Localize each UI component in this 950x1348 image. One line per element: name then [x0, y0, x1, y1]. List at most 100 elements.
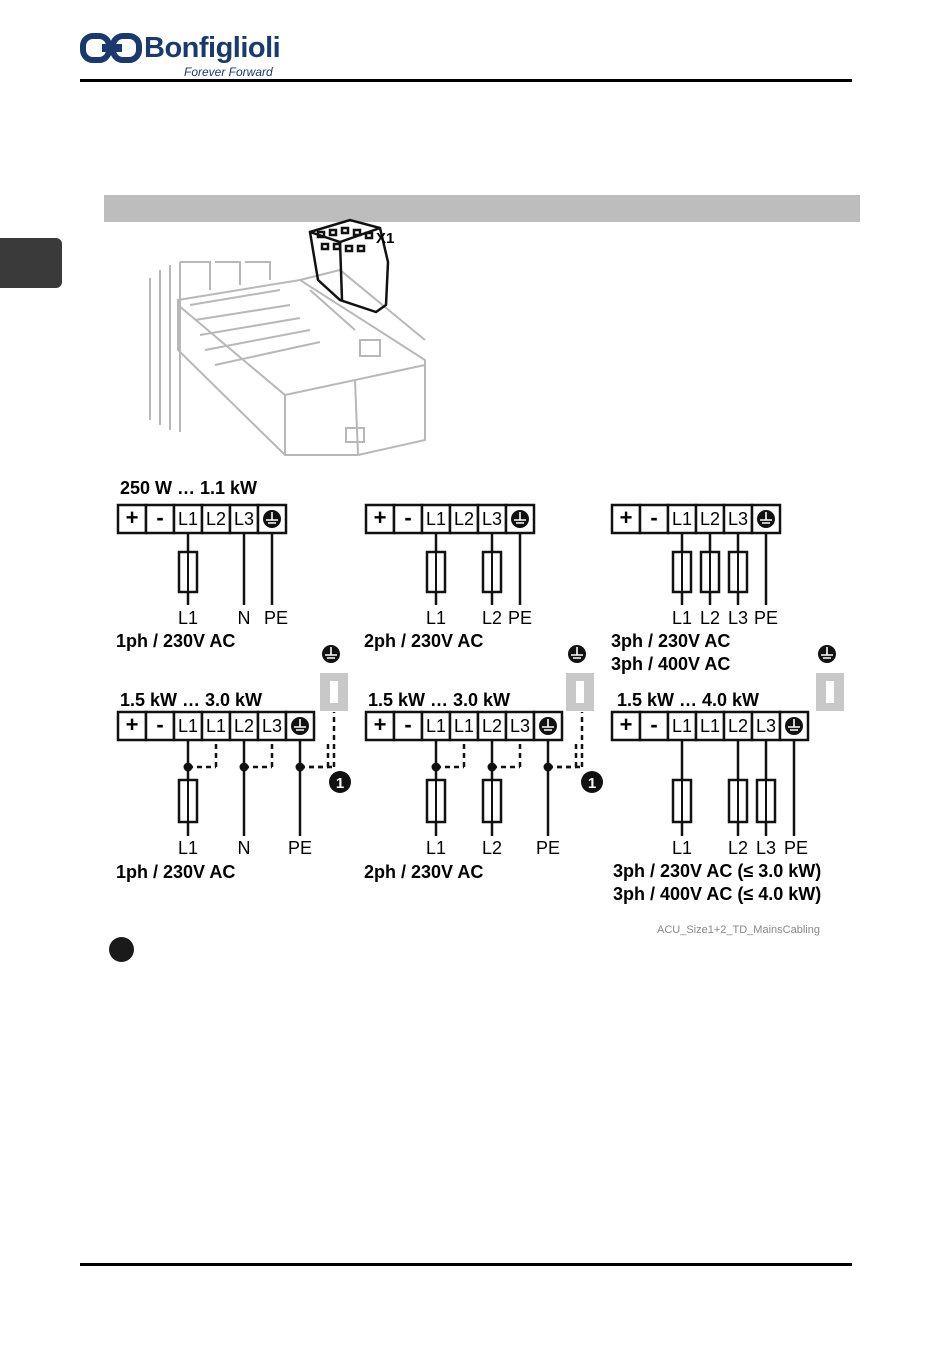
bonfiglioli-logo: Bonfiglioli Forever Forward — [80, 30, 281, 79]
terminal-label: - — [650, 505, 657, 530]
wire-label: L3 — [728, 608, 748, 628]
x1-connector-illustration — [308, 218, 390, 314]
power-range-label: 250 W … 1.1 kW — [120, 478, 257, 498]
fuse-icon — [671, 550, 693, 594]
terminal-label: L1 — [454, 716, 474, 736]
terminal-cell — [504, 710, 536, 742]
fuse-icon — [671, 778, 693, 824]
terminal-cell — [722, 710, 754, 742]
terminal-label: L2 — [234, 716, 254, 736]
callout-marker: 1 — [581, 771, 603, 793]
terminal-cell — [200, 503, 232, 535]
inverter-device-illustration — [149, 261, 426, 456]
header-rule — [80, 79, 852, 82]
earth-symbol-icon — [568, 645, 586, 663]
fuse-icon — [425, 550, 447, 594]
earth-symbol-icon — [757, 510, 775, 528]
earth-symbol-icon — [785, 717, 803, 735]
supply-label: 3ph / 230V AC — [611, 631, 730, 651]
earth-symbol-icon — [539, 717, 557, 735]
terminal-label: + — [374, 505, 387, 530]
callout-marker: 1 — [329, 771, 351, 793]
wire-label: L1 — [672, 608, 692, 628]
fuse-icon — [177, 778, 199, 824]
terminal-strip: +-L1 L2 L3 — [364, 503, 536, 535]
terminal-label: L2 — [454, 509, 474, 529]
terminal-label: L2 — [728, 716, 748, 736]
terminal-cell — [172, 710, 204, 742]
wire-label: L1 — [178, 608, 198, 628]
terminal-label: + — [620, 712, 633, 737]
terminal-label: L1 — [426, 509, 446, 529]
wire-label: L1 — [426, 838, 446, 858]
fuse-icon — [481, 778, 503, 824]
wire-label: PE — [508, 608, 532, 628]
fuse-icon — [481, 550, 503, 594]
wire-label: L1 — [672, 838, 692, 858]
fuse-icon — [699, 550, 721, 594]
brand-tagline: Forever Forward — [184, 65, 273, 79]
supply-label: 3ph / 400V AC (≤ 4.0 kW) — [613, 884, 821, 904]
shield-connection — [320, 645, 348, 711]
fuse-icon — [727, 550, 749, 594]
earth-symbol-icon — [291, 717, 309, 735]
terminal-cell — [750, 710, 782, 742]
terminal-label: + — [126, 712, 139, 737]
terminal-label: - — [404, 505, 411, 530]
brand-name: Bonfiglioli — [144, 32, 281, 64]
terminal-label: L1 — [206, 716, 226, 736]
terminal-label: - — [156, 505, 163, 530]
power-range-label: 1.5 kW … 4.0 kW — [617, 690, 759, 710]
terminal-cell — [476, 503, 508, 535]
terminal-cell — [116, 710, 148, 742]
terminal-cell — [448, 710, 480, 742]
shield-connection — [566, 645, 594, 711]
supply-label: 3ph / 400V AC — [611, 654, 730, 674]
terminal-cell — [638, 503, 670, 535]
terminal-label: L1 — [178, 716, 198, 736]
supply-label: 2ph / 230V AC — [364, 631, 483, 651]
terminal-label: L3 — [234, 509, 254, 529]
fuse-icon — [425, 778, 447, 824]
terminal-label: L1 — [672, 509, 692, 529]
terminal-label: L3 — [756, 716, 776, 736]
terminal-label: + — [126, 505, 139, 530]
figure-id: ACU_Size1+2_TD_MainsCabling — [657, 924, 820, 936]
wire-label: PE — [264, 608, 288, 628]
fuse-icon — [177, 550, 199, 594]
wire-label: L3 — [756, 838, 776, 858]
shield-connection — [816, 645, 844, 711]
wire-label: L1 — [426, 608, 446, 628]
fuse-icon — [755, 778, 777, 824]
terminal-label: L3 — [728, 509, 748, 529]
terminal-label: L1 — [426, 716, 446, 736]
earth-symbol-icon — [511, 510, 529, 528]
earth-symbol-icon — [818, 645, 836, 663]
wire-label: N — [238, 838, 251, 858]
wire-label: L2 — [728, 838, 748, 858]
earth-symbol-icon — [322, 645, 340, 663]
fuse-icon — [727, 778, 749, 824]
logo-mark-icon — [80, 33, 142, 63]
wire-label: PE — [784, 838, 808, 858]
terminal-label: - — [404, 712, 411, 737]
wire-label: L2 — [482, 608, 502, 628]
terminal-label: + — [374, 712, 387, 737]
supply-label: 1ph / 230V AC — [116, 631, 235, 651]
wire-label: PE — [536, 838, 560, 858]
terminal-label: L1 — [178, 509, 198, 529]
wire-label: L2 — [482, 838, 502, 858]
footer-rule — [80, 1263, 852, 1266]
terminal-label: L3 — [482, 509, 502, 529]
legend-callout-marker — [109, 937, 134, 962]
power-range-label: 1.5 kW … 3.0 kW — [120, 690, 262, 710]
chapter-tab — [0, 238, 62, 288]
terminal-label: L1 — [672, 716, 692, 736]
terminal-cell — [392, 710, 424, 742]
terminal-label: L3 — [510, 716, 530, 736]
terminal-cell — [144, 503, 176, 535]
